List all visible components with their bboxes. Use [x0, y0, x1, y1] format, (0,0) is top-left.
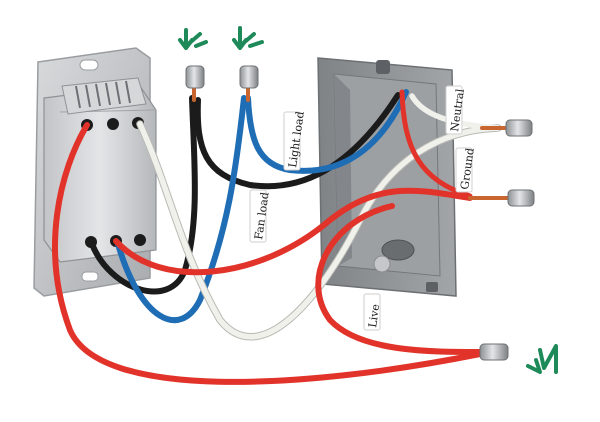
- box-mounting-screw: [426, 282, 438, 292]
- box-mounting-screw: [376, 60, 390, 74]
- label-ground-text: Ground: [458, 147, 477, 190]
- cable-clamp: [381, 239, 415, 261]
- terminal-block: [61, 77, 147, 115]
- green-arrow-icon: [232, 26, 264, 50]
- switch-assembly: [33, 47, 157, 297]
- terminal-screw: [107, 118, 119, 130]
- label-light-load: Light load: [283, 111, 307, 171]
- connectors: [185, 65, 535, 361]
- label-neutral-text: Neutral: [448, 88, 467, 133]
- green-arrow-icon: [526, 344, 558, 374]
- label-live: Live: [363, 293, 382, 331]
- crimp-connector: [239, 65, 259, 89]
- label-live-text: Live: [366, 303, 382, 328]
- red-wire: [315, 203, 483, 355]
- terminal-screw: [134, 234, 146, 246]
- mounting-slot: [79, 59, 99, 71]
- label-ground: Ground: [455, 147, 477, 193]
- red-wire: [113, 187, 473, 276]
- crimp-connector: [505, 119, 533, 137]
- red-wire: [399, 89, 473, 199]
- black-wire: [194, 92, 401, 190]
- clamp-screw: [373, 255, 391, 273]
- label-fan-load: Fan load: [249, 189, 272, 243]
- mounting-slot: [81, 271, 99, 282]
- crimp-connector: [507, 189, 535, 207]
- label-neutral: Neutral: [445, 85, 467, 135]
- green-arrow-icon: [178, 28, 208, 50]
- wires: [52, 84, 510, 385]
- crimp-connector: [185, 65, 205, 89]
- blue-wire: [115, 95, 247, 323]
- terminal-ribs: [75, 80, 131, 109]
- crimp-connector: [479, 343, 509, 361]
- red-wire: [52, 122, 483, 385]
